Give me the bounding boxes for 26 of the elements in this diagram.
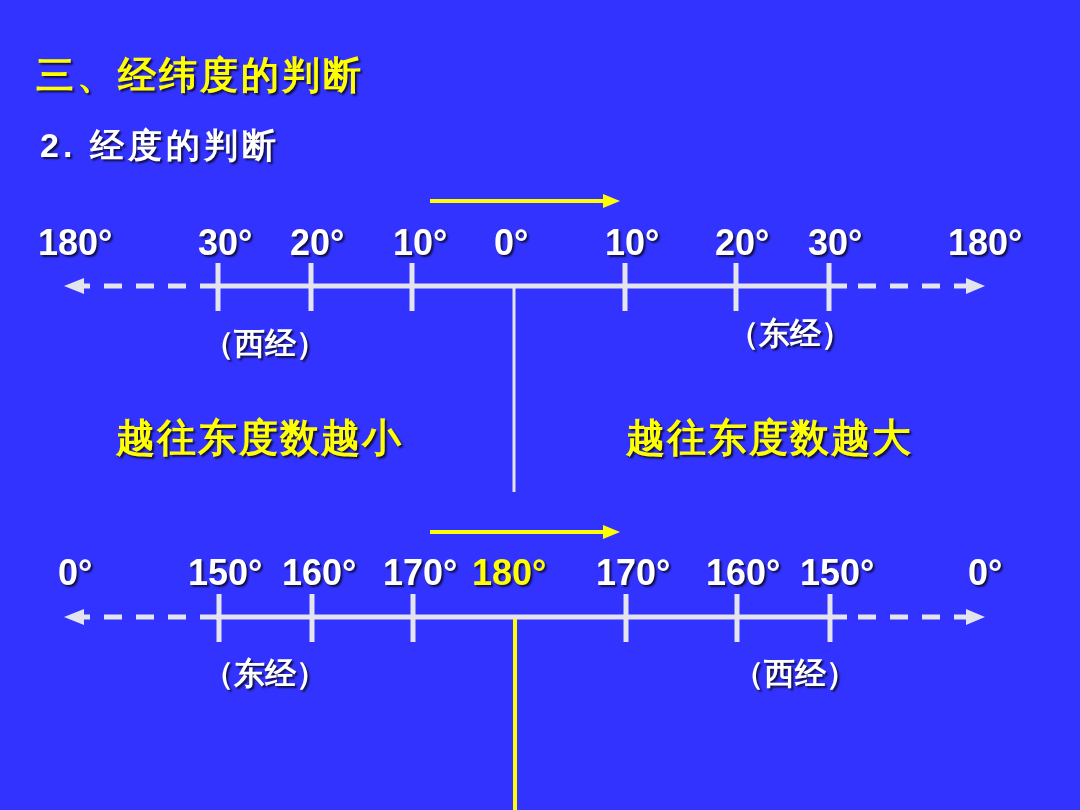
degree-label: 20° (715, 225, 770, 261)
degree-label: 30° (198, 225, 253, 261)
degree-label: 20° (290, 225, 345, 261)
rule-text: 越往东度数越大 (626, 418, 913, 457)
rule-text: 越往东度数越小 (116, 418, 403, 457)
degree-label: 170° (383, 555, 458, 591)
degree-label: 160° (706, 555, 781, 591)
degree-label: 180° (38, 225, 113, 261)
degree-label: 10° (605, 225, 660, 261)
degree-label: 30° (808, 225, 863, 261)
hemisphere-label: （西经） (203, 328, 327, 359)
degree-label: 180° (472, 555, 547, 591)
hemisphere-label: （东经） (728, 318, 852, 349)
degree-label: 0° (494, 225, 529, 261)
title: 三、经纬度的判断 (36, 56, 364, 94)
degree-label: 0° (968, 555, 1003, 591)
degree-label: 150° (800, 555, 875, 591)
degree-label: 150° (188, 555, 263, 591)
hemisphere-label: （西经） (733, 658, 857, 689)
degree-label: 170° (596, 555, 671, 591)
degree-label: 180° (948, 225, 1023, 261)
subheading: 2. 经度的判断 (40, 128, 280, 162)
degree-label: 160° (282, 555, 357, 591)
degree-label: 0° (58, 555, 93, 591)
hemisphere-label: （东经） (203, 658, 327, 689)
degree-label: 10° (393, 225, 448, 261)
